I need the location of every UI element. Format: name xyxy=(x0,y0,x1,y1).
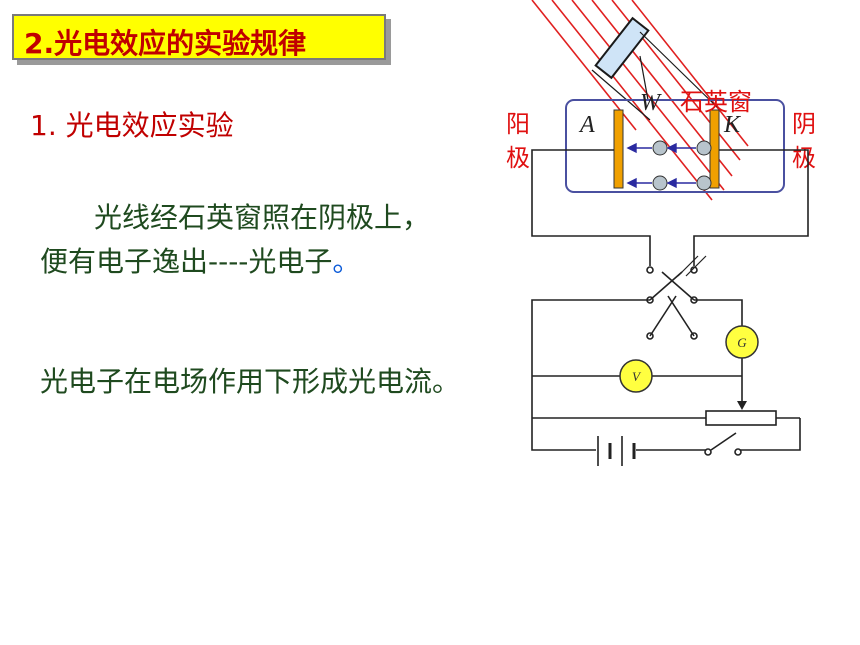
electrons xyxy=(652,140,712,191)
rheostat-slider-arrow xyxy=(737,401,747,410)
electron xyxy=(696,140,712,156)
rheostat xyxy=(705,410,777,426)
paragraph1-line2: 便有电子逸出----光电子。 xyxy=(40,240,360,284)
electron xyxy=(652,175,668,191)
electron xyxy=(652,140,668,156)
paragraph1-end-mark: 。 xyxy=(332,245,361,278)
light-ray xyxy=(631,0,749,147)
quartz-window-label: 石英窗 xyxy=(680,88,752,116)
beam-guide-line xyxy=(591,69,651,121)
window-letter: W xyxy=(640,90,662,116)
anode-letter: A xyxy=(578,112,595,138)
anode-label-bottom: 极 xyxy=(506,144,530,172)
paragraph1-line2-text: 便有电子逸出----光电子 xyxy=(40,245,333,278)
paragraph1-line1: 光线经石英窗照在阴极上， xyxy=(94,201,431,234)
battery xyxy=(597,436,636,466)
circuit-wires xyxy=(531,149,809,451)
anode-label-top: 阳 xyxy=(506,110,530,138)
title-box: 2.光电效应的实验规律 xyxy=(12,14,386,60)
light-ray xyxy=(531,0,637,131)
beam-guide-line xyxy=(639,31,719,109)
vacuum-tube xyxy=(565,99,785,193)
anode-plate xyxy=(613,109,624,189)
light-ray xyxy=(571,0,725,191)
electron-arrows xyxy=(626,142,696,189)
quartz-lens xyxy=(594,16,650,80)
voltmeter-letter: V xyxy=(632,369,642,384)
cathode-label-top: 阴 xyxy=(792,110,816,138)
cathode-label-bottom: 极 xyxy=(792,144,816,172)
galvanometer xyxy=(725,325,759,359)
galvanometer-letter: G xyxy=(737,335,747,350)
main-switch xyxy=(704,432,742,456)
slide-title: 2.光电效应的实验规律 xyxy=(24,27,307,60)
electron xyxy=(696,175,712,191)
section-heading: 1. 光电效应实验 xyxy=(30,109,234,142)
quartz-lens-body xyxy=(594,16,650,80)
voltmeter xyxy=(619,359,653,393)
window-pointer-line xyxy=(639,55,649,101)
cathode-letter: K xyxy=(723,112,742,138)
paragraph2: 光电子在电场作用下形成光电流。 xyxy=(40,365,461,398)
